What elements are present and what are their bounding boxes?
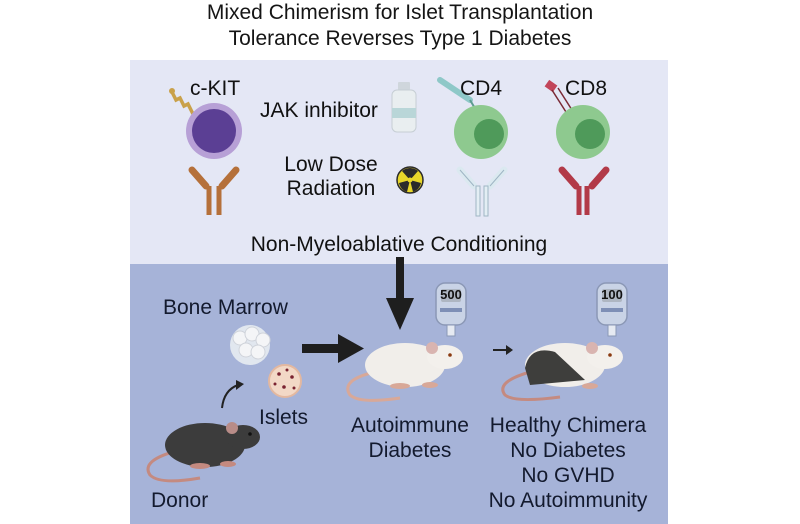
glucose-reading-chimera: 100 bbox=[601, 287, 623, 302]
down-arrow-icon bbox=[386, 257, 414, 330]
cd8-antibody-icon bbox=[558, 166, 610, 215]
islets-icon bbox=[268, 364, 302, 398]
right-arrow-icon bbox=[302, 334, 364, 363]
islets-label: Islets bbox=[259, 406, 309, 429]
figure-title-line-2: Tolerance Reverses Type 1 Diabetes bbox=[228, 27, 572, 50]
cd8-label: CD8 bbox=[565, 77, 608, 100]
outcome-line-3: No GVHD bbox=[521, 464, 615, 487]
recipient-mouse-icon bbox=[346, 342, 463, 402]
figure-title-line-1: Mixed Chimerism for Islet Transplantatio… bbox=[206, 1, 594, 24]
jak-inhibitor-label: JAK inhibitor bbox=[260, 99, 378, 122]
radiation-icon bbox=[396, 166, 424, 194]
recipient-label-line-2: Diabetes bbox=[368, 439, 452, 462]
donor-mouse-icon bbox=[146, 422, 260, 483]
recipient-label-line-1: Autoimmune bbox=[351, 414, 469, 437]
ckit-antibody-icon bbox=[188, 166, 240, 215]
ckit-cell-icon bbox=[169, 88, 242, 159]
outcome-line-4: No Autoimmunity bbox=[488, 489, 648, 512]
ckit-label: c-KIT bbox=[190, 77, 241, 100]
vial-icon bbox=[391, 82, 417, 133]
small-right-arrow-icon bbox=[493, 345, 513, 355]
outcome-line-1: Healthy Chimera bbox=[489, 414, 647, 437]
cd8-cell-icon bbox=[544, 79, 610, 159]
curved-arrow-icon bbox=[221, 380, 244, 409]
conditioning-heading: Non-Myeloablative Conditioning bbox=[250, 233, 548, 256]
glucometer-icon bbox=[596, 282, 628, 337]
radiation-label-line-2: Radiation bbox=[286, 177, 376, 200]
radiation-label-line-1: Low Dose bbox=[284, 153, 378, 176]
cd4-label: CD4 bbox=[460, 77, 503, 100]
glucometer-icon bbox=[435, 282, 467, 337]
bone-marrow-label: Bone Marrow bbox=[163, 296, 288, 319]
outcome-line-2: No Diabetes bbox=[510, 439, 626, 462]
cd4-antibody-icon bbox=[456, 166, 508, 217]
donor-label: Donor bbox=[151, 489, 209, 512]
chimera-mouse-icon bbox=[501, 342, 623, 402]
bone-marrow-icon bbox=[230, 325, 271, 365]
cd4-cell-icon bbox=[437, 77, 508, 159]
glucose-reading-diabetic: 500 bbox=[440, 287, 462, 302]
